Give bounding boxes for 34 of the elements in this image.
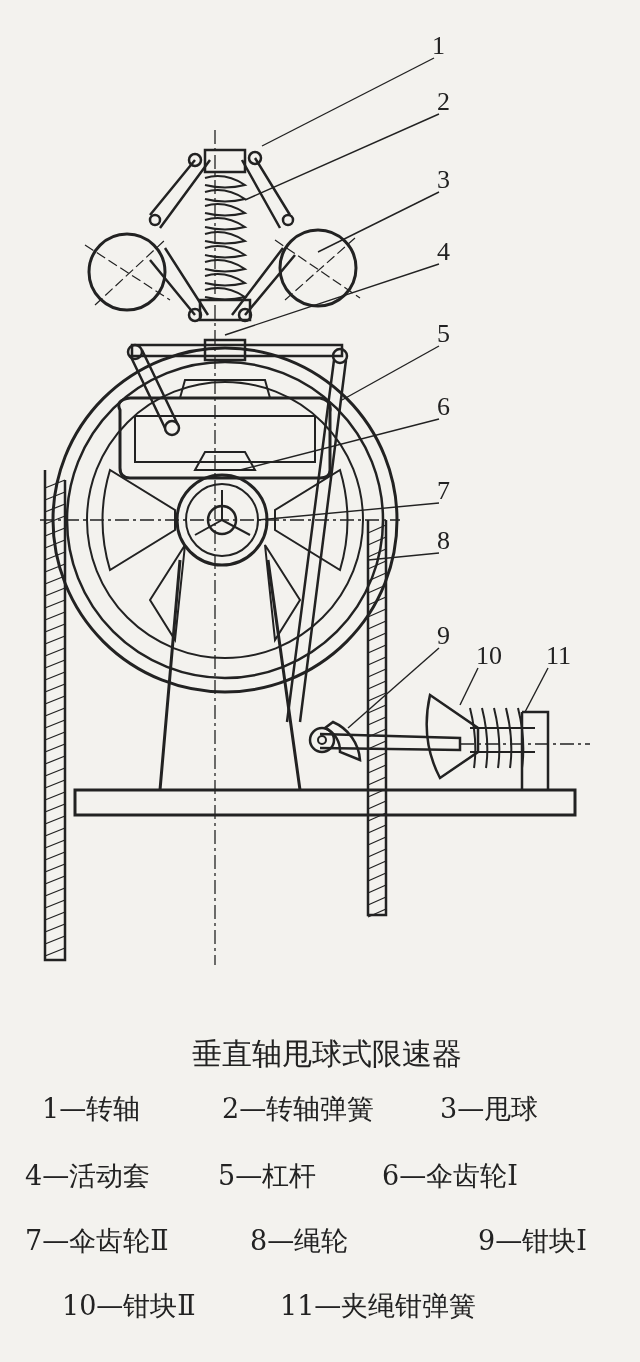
leader-line [261,57,435,147]
part-legend-entry: 5—杠杆 [218,1160,317,1192]
leader-line [367,552,440,561]
callout-number: 8 [437,527,450,555]
callout-number: 3 [437,166,450,194]
callout-number: 10 [476,642,502,670]
callout-number: 1 [432,32,445,60]
leader-line [459,667,479,706]
leader-line [239,418,440,471]
leader-line [341,345,440,401]
leader-line [257,502,440,521]
part-legend-entry: 6—伞齿轮Ⅰ [382,1160,518,1192]
part-legend-entry: 7—伞齿轮Ⅱ [25,1225,169,1257]
callout-number: 9 [437,622,450,650]
callout-number: 2 [437,88,450,116]
callout-number: 7 [437,477,450,505]
leader-line [244,113,440,201]
callout-number: 11 [546,642,572,670]
part-legend-entry: 3—甩球 [440,1093,539,1125]
leader-line [347,647,440,729]
figure-caption: 垂直轴甩球式限速器 [192,1036,462,1072]
callout-number: 6 [437,393,450,421]
callout-number: 5 [437,320,450,348]
leader-line [317,191,440,253]
part-legend-entry: 4—活动套 [25,1160,151,1192]
leader-line [224,263,440,336]
leader-line [524,667,549,713]
part-legend-entry: 2—转轴弹簧 [222,1093,375,1125]
callout-number: 4 [437,238,450,266]
part-legend-entry: 8—绳轮 [250,1225,349,1257]
part-legend-entry: 1—转轴 [42,1093,141,1125]
part-legend-entry: 9—钳块Ⅰ [478,1225,587,1257]
part-legend-entry: 11—夹绳钳弹簧 [280,1290,477,1322]
part-legend-entry: 10—钳块Ⅱ [62,1290,196,1322]
